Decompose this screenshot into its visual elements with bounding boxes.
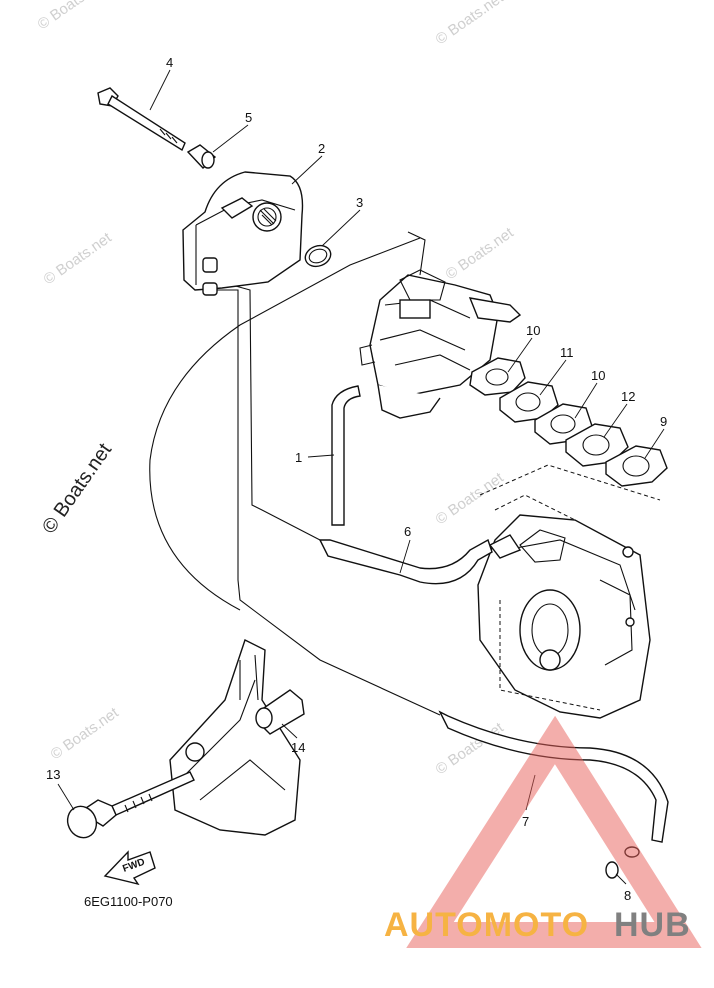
automotohub-logo: AUTOMOTO HUB: [384, 715, 702, 948]
fuel-hose-routing: [149, 231, 441, 716]
callout-10b: 10: [591, 368, 605, 383]
part-14-grommet: [255, 689, 305, 735]
cylinder-head: [477, 514, 651, 719]
leader-lines: [57, 69, 665, 885]
gasket-stack: [469, 357, 668, 487]
logo-triangle-icon: [406, 715, 702, 948]
watermark: © Boats.net: [433, 0, 508, 48]
part-4-bolt: [97, 87, 186, 152]
callout-1: 1: [295, 450, 302, 465]
callout-10a: 10: [526, 323, 540, 338]
callout-6: 6: [404, 524, 411, 539]
callout-2: 2: [318, 141, 325, 156]
logo-text-hub: HUB: [614, 906, 691, 944]
reference-line: [479, 464, 661, 501]
callout-8: 8: [624, 888, 631, 903]
lower-bracket: [169, 639, 301, 836]
watermarks: © Boats.net © Boats.net © Boats.net © Bo…: [35, 0, 518, 778]
watermark: © Boats.net: [48, 704, 123, 763]
callout-3: 3: [356, 195, 363, 210]
logo-text-automoto: AUTOMOTO: [384, 906, 589, 944]
callout-9: 9: [660, 414, 667, 429]
callout-7: 7: [522, 814, 529, 829]
watermark: © Boats.net: [35, 0, 110, 33]
fwd-arrow-icon: FWD: [103, 850, 156, 886]
watermark: © Boats.net: [443, 224, 518, 283]
callout-14: 14: [291, 740, 305, 755]
watermark-large: © Boats.net: [38, 439, 116, 538]
part-13-primer-knob: [66, 771, 195, 839]
part-6-hose: [318, 538, 493, 585]
callout-12: 12: [621, 389, 635, 404]
watermark: © Boats.net: [41, 229, 116, 288]
callout-5: 5: [245, 110, 252, 125]
part-1-hose: [331, 385, 361, 526]
part-3-o-ring: [304, 244, 332, 268]
part-5-collar: [186, 144, 217, 169]
callouts: 4 5 2 3 10 11 10 12 9 1 6 7 8 14 13: [46, 55, 667, 903]
watermark: © Boats.net: [433, 469, 508, 528]
callout-4: 4: [166, 55, 173, 70]
part-9-gasket: [605, 445, 668, 487]
part-2-fuel-pump: [182, 171, 304, 296]
callout-13: 13: [46, 767, 60, 782]
carburetor: [359, 269, 522, 419]
callout-11: 11: [560, 345, 574, 360]
drawing-code: 6EG1100-P070: [84, 894, 173, 909]
